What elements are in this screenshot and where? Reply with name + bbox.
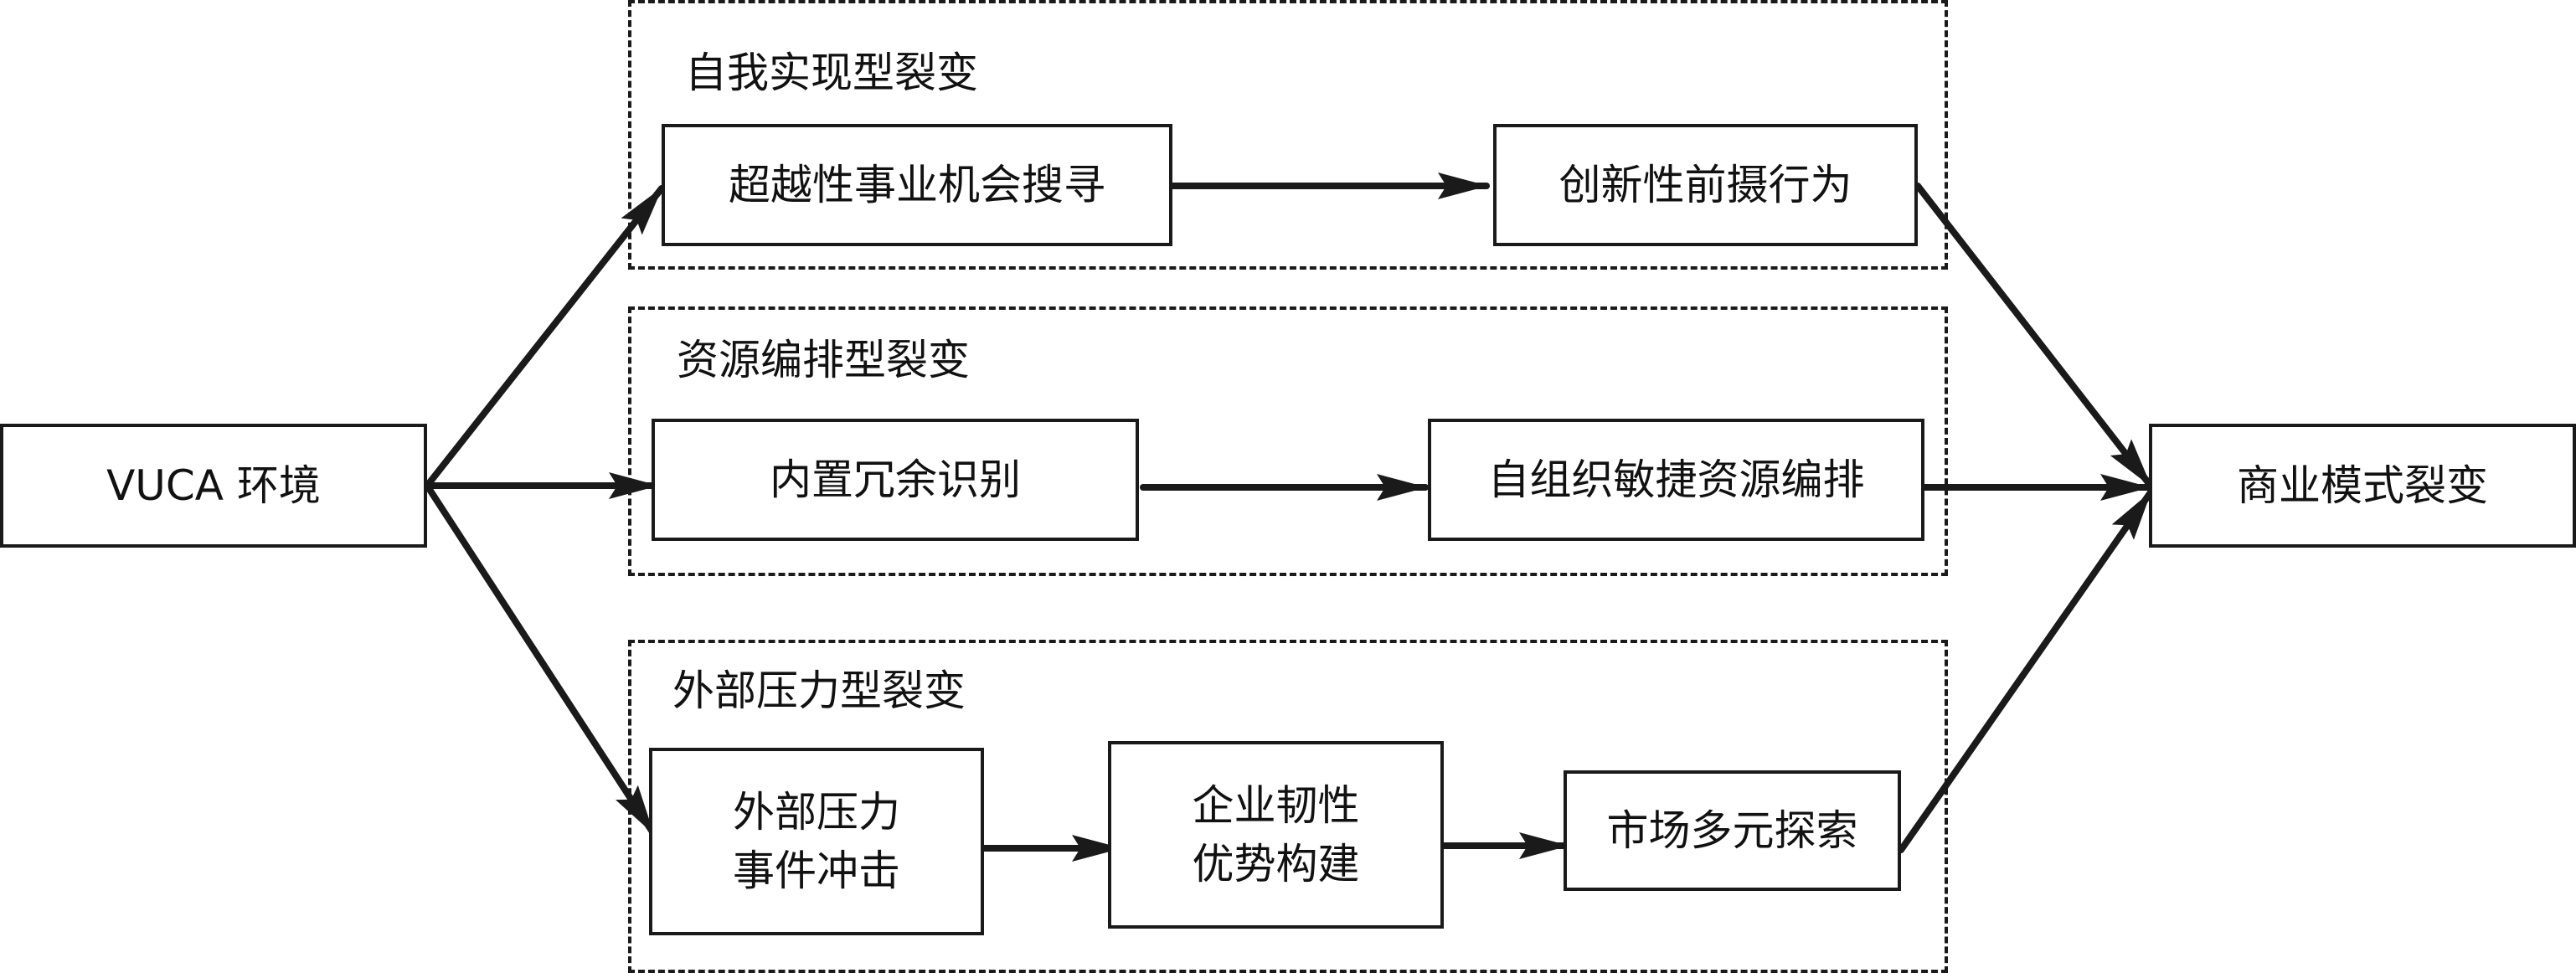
arrow-source-to-group3	[424, 482, 657, 837]
group-external-pressure	[628, 640, 1948, 973]
g3-step2-resilience-building: 企业韧性 优势构建	[1108, 741, 1444, 929]
source-node-label: VUCA 环境	[106, 461, 321, 510]
target-node-label: 商业模式裂变	[2237, 461, 2488, 510]
g3-step3-market-exploration: 市场多元探索	[1564, 770, 1901, 891]
group-resource-orchestration	[628, 306, 1948, 576]
g3-step1-line1: 外部压力	[733, 788, 900, 837]
arrow-source-to-group1	[424, 185, 665, 489]
group-self-realization	[628, 0, 1948, 270]
g2-step2-agile-orchestration: 自组织敏捷资源编排	[1428, 419, 1924, 541]
g1-step1-label: 超越性事业机会搜寻	[729, 161, 1105, 209]
g2-step1-redundancy-identification: 内置冗余识别	[652, 419, 1139, 541]
g3-step1-pressure-shock: 外部压力 事件冲击	[649, 748, 984, 935]
g2-step1-label: 内置冗余识别	[770, 456, 1021, 504]
g3-step2-line1: 企业韧性	[1192, 781, 1360, 830]
group2-title: 资源编排型裂变	[677, 336, 970, 384]
group3-title: 外部压力型裂变	[672, 667, 966, 715]
source-node-vuca: VUCA 环境	[0, 424, 427, 548]
g1-step2-proactive-behavior: 创新性前摄行为	[1493, 124, 1918, 246]
arrow-group1-to-target	[1914, 183, 2154, 489]
g3-step2-line2: 优势构建	[1192, 840, 1360, 888]
g1-step1-opportunity-search: 超越性事业机会搜寻	[662, 124, 1172, 246]
target-node-business-model: 商业模式裂变	[2149, 424, 2576, 548]
g1-step2-label: 创新性前摄行为	[1558, 161, 1852, 209]
g3-step3-label: 市场多元探索	[1606, 806, 1858, 855]
g2-step2-label: 自组织敏捷资源编排	[1487, 456, 1865, 504]
group1-title: 自我实现型裂变	[685, 49, 978, 97]
arrow-group3-to-target	[1898, 489, 2154, 853]
g3-step1-line2: 事件冲击	[733, 847, 900, 895]
